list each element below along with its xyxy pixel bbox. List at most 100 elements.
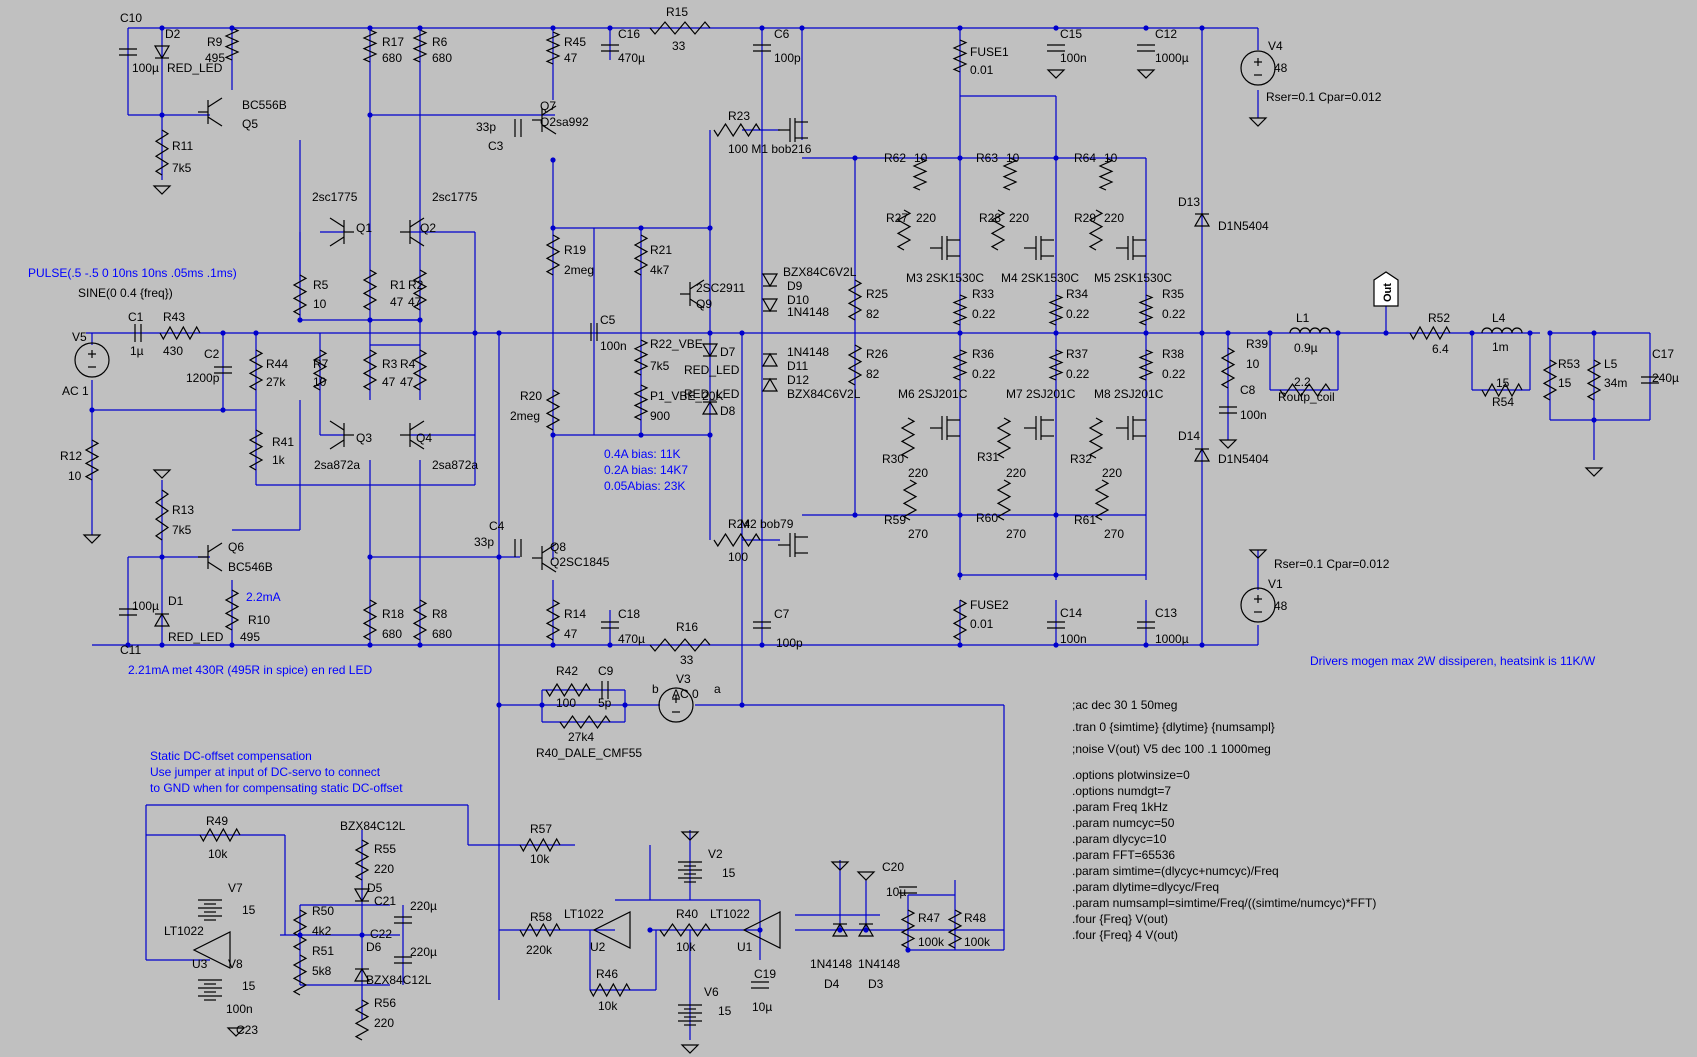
component-label[interactable]: 10 xyxy=(1006,151,1020,165)
component-label[interactable]: L5 xyxy=(1604,357,1618,371)
component-label[interactable]: BZX84C12L xyxy=(366,973,432,987)
component-label[interactable]: 220 xyxy=(1104,211,1124,225)
component-label[interactable]: FUSE1 xyxy=(970,45,1009,59)
component-label[interactable]: R52 xyxy=(1428,311,1450,325)
component-label[interactable]: 220 xyxy=(1006,466,1026,480)
component-label[interactable]: R45 xyxy=(564,35,586,49)
component-label[interactable]: D10 xyxy=(787,293,809,307)
component-label[interactable]: 220 xyxy=(916,211,936,225)
component-label[interactable]: RED_LED xyxy=(168,630,224,644)
component-label[interactable]: 2sa872a xyxy=(314,458,360,472)
component-label[interactable]: D1N5404 xyxy=(1218,452,1269,466)
component-label[interactable]: Drivers mogen max 2W dissiperen, heatsin… xyxy=(1310,654,1596,668)
component-label[interactable]: 2sa872a xyxy=(432,458,478,472)
component-label[interactable]: 100 xyxy=(556,696,576,710)
component-label[interactable]: R62 xyxy=(884,151,906,165)
component-label[interactable]: U3 xyxy=(192,957,208,971)
component-label[interactable]: C7 xyxy=(774,607,790,621)
component-label[interactable]: 220µ xyxy=(410,899,437,913)
component-label[interactable]: 100n xyxy=(1060,632,1087,646)
component-label[interactable]: R27 xyxy=(886,211,908,225)
component-label[interactable]: 2SC2911 xyxy=(696,281,745,295)
component-label[interactable]: Q6 xyxy=(228,540,244,554)
component-label[interactable]: 6.4 xyxy=(1432,342,1449,356)
component-label[interactable]: 470µ xyxy=(618,51,645,65)
component-label[interactable]: 10 xyxy=(68,469,82,483)
component-label[interactable]: 100µ xyxy=(132,599,159,613)
component-label[interactable]: D11 xyxy=(787,359,808,373)
component-label[interactable]: C1 xyxy=(128,310,144,324)
component-label[interactable]: Q2SC1845 xyxy=(550,555,610,569)
component-label[interactable]: 15 xyxy=(718,1004,732,1018)
component-label[interactable]: 1k xyxy=(272,453,286,467)
component-label[interactable]: 15 xyxy=(1496,376,1510,390)
component-label[interactable]: 0.22 xyxy=(1162,307,1186,321)
component-label[interactable]: Q5 xyxy=(242,117,258,131)
component-label[interactable]: BZX84C12L xyxy=(340,819,406,833)
component-label[interactable]: R56 xyxy=(374,996,396,1010)
component-label[interactable]: 2.2 xyxy=(1294,375,1311,389)
directive-line[interactable]: .param Freq 1kHz xyxy=(1072,800,1168,814)
component-label[interactable]: R42 xyxy=(556,664,578,678)
component-label[interactable]: 0.01 xyxy=(970,63,994,77)
component-label[interactable]: R43 xyxy=(163,310,185,324)
component-label[interactable]: 4k2 xyxy=(312,924,332,938)
component-label[interactable]: 5p xyxy=(598,696,612,710)
component-label[interactable]: 7k5 xyxy=(650,359,670,373)
component-label[interactable]: M2 bob79 xyxy=(740,517,794,531)
component-label[interactable]: R4 xyxy=(400,357,416,371)
component-label[interactable]: 270 xyxy=(1006,527,1026,541)
component-label[interactable]: C8 xyxy=(1240,383,1256,397)
component-label[interactable]: 2sc1775 xyxy=(312,190,358,204)
component-label[interactable]: U2 xyxy=(590,940,606,954)
component-label[interactable]: 2.21mA met 430R (495R in spice) en red L… xyxy=(128,663,372,677)
component-label[interactable]: 100n xyxy=(1060,51,1087,65)
component-label[interactable]: C16 xyxy=(618,27,640,41)
component-label[interactable]: R49 xyxy=(206,814,228,828)
component-label[interactable]: V4 xyxy=(1268,39,1283,53)
component-label[interactable]: 10 xyxy=(1246,357,1260,371)
component-label[interactable]: RED_LED xyxy=(684,387,740,401)
component-label[interactable]: 100 M1 bob216 xyxy=(728,142,812,156)
component-label[interactable]: D9 xyxy=(787,279,803,293)
component-label[interactable]: 0.22 xyxy=(1162,367,1186,381)
component-label[interactable]: R11 xyxy=(172,139,193,153)
component-label[interactable]: V8 xyxy=(228,957,243,971)
component-label[interactable]: 100k xyxy=(918,935,945,949)
component-label[interactable]: Q2sa992 xyxy=(540,115,589,129)
component-label[interactable]: 48 xyxy=(1274,599,1288,613)
component-label[interactable]: 15 xyxy=(722,866,736,880)
component-label[interactable]: 240µ xyxy=(1652,371,1679,385)
component-label[interactable]: 34m xyxy=(1604,376,1627,390)
component-label[interactable]: R14 xyxy=(564,607,586,621)
component-label[interactable]: 47 xyxy=(400,375,414,389)
component-label[interactable]: R50 xyxy=(312,904,334,918)
component-label[interactable]: R63 xyxy=(976,151,998,165)
component-label[interactable]: C12 xyxy=(1155,27,1177,41)
component-label[interactable]: R29 xyxy=(1074,211,1096,225)
component-label[interactable]: 220 xyxy=(908,466,928,480)
component-label[interactable]: V5 xyxy=(72,330,87,344)
out-net-flag[interactable]: Out xyxy=(1373,271,1399,307)
component-label[interactable]: M8 2SJ201C xyxy=(1094,387,1164,401)
component-label[interactable]: R23 xyxy=(728,109,750,123)
component-label[interactable]: D3 xyxy=(868,977,884,991)
directive-line[interactable]: .options plotwinsize=0 xyxy=(1072,768,1190,782)
component-label[interactable]: V2 xyxy=(708,847,723,861)
component-label[interactable]: 27k4 xyxy=(568,730,594,744)
component-label[interactable]: R19 xyxy=(564,243,586,257)
component-label[interactable]: P1_VBE_20K xyxy=(650,389,723,403)
component-label[interactable]: 1µ xyxy=(130,344,144,358)
component-label[interactable]: 0.22 xyxy=(972,367,996,381)
component-label[interactable]: R20 xyxy=(520,389,542,403)
component-label[interactable]: C19 xyxy=(754,967,776,981)
component-label[interactable]: R57 xyxy=(530,822,552,836)
component-label[interactable]: 27k xyxy=(266,375,286,389)
directive-line[interactable]: .param simtime=(dlycyc+numcyc)/Freq xyxy=(1072,864,1279,878)
component-label[interactable]: BC546B xyxy=(228,560,273,574)
component-label[interactable]: 47 xyxy=(382,375,396,389)
component-label[interactable]: R2 xyxy=(408,278,424,292)
component-label[interactable]: R47 xyxy=(918,911,940,925)
component-label[interactable]: R53 xyxy=(1558,357,1580,371)
component-label[interactable]: 100n xyxy=(226,1002,253,1016)
